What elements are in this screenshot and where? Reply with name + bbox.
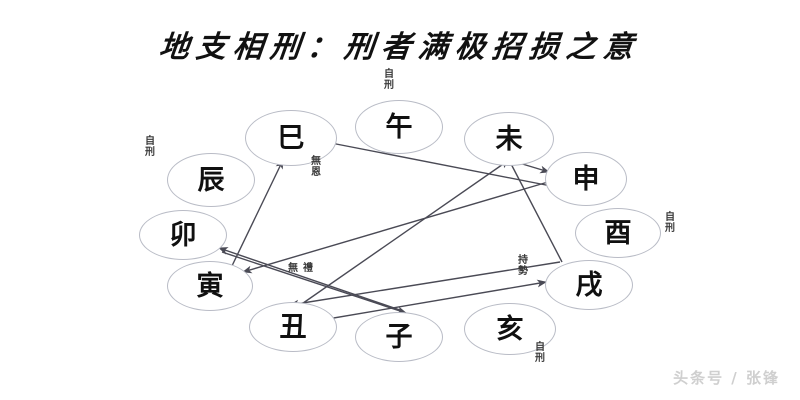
branch-node-label: 丑 xyxy=(279,311,307,343)
tag-hai-zixing: 自刑 xyxy=(535,342,545,364)
arrow-shen-to-yin xyxy=(242,181,549,274)
tag-wuli: 無禮 xyxy=(288,263,318,274)
tag-si-wuen: 無恩 xyxy=(311,156,321,178)
branch-node-mao[interactable]: 卯 xyxy=(139,210,227,260)
branch-node-zi[interactable]: 子 xyxy=(355,312,443,362)
branch-node-label: 戌 xyxy=(575,269,603,301)
arrow-xu-to-chou xyxy=(289,261,561,308)
branch-node-xu[interactable]: 戌 xyxy=(545,260,633,310)
arrow-chou-to-wei xyxy=(295,159,510,309)
branch-node-chen[interactable]: 辰 xyxy=(167,153,255,207)
arrow-hai-to-xu xyxy=(309,279,547,323)
branch-node-hai[interactable]: 亥 xyxy=(464,303,556,355)
tag-you-zixing: 自刑 xyxy=(665,212,675,234)
branch-node-label: 寅 xyxy=(196,270,224,302)
branch-node-wei[interactable]: 未 xyxy=(464,112,554,166)
watermark: 头条号 / 张锋 xyxy=(673,369,780,387)
branch-node-you[interactable]: 酉 xyxy=(575,208,661,258)
branch-node-label: 酉 xyxy=(604,217,632,249)
tag-wu-zixing: 自刑 xyxy=(384,69,394,91)
tag-xu-chishi: 持勢 xyxy=(518,255,528,277)
branch-node-wu[interactable]: 午 xyxy=(355,100,443,154)
arrow-wei-to-xu xyxy=(508,159,563,263)
arrow-zi-to-mao xyxy=(218,247,401,311)
branch-node-label: 辰 xyxy=(197,164,225,196)
arrow-si-to-shen xyxy=(330,142,552,187)
branch-node-shen[interactable]: 申 xyxy=(545,152,627,206)
branch-node-label: 亥 xyxy=(496,313,524,345)
arrow-yin-to-si xyxy=(229,159,284,271)
branch-node-label: 子 xyxy=(385,321,413,353)
branch-node-label: 申 xyxy=(572,163,600,195)
branch-node-si[interactable]: 巳 xyxy=(245,110,337,166)
branch-node-label: 未 xyxy=(495,123,523,155)
tag-chen-zixing: 自刑 xyxy=(145,136,155,158)
branch-node-label: 巳 xyxy=(277,122,305,154)
branch-node-label: 卯 xyxy=(169,219,197,251)
branch-node-chou[interactable]: 丑 xyxy=(249,302,337,352)
arrow-mao-to-zi xyxy=(221,251,407,314)
branch-node-yin[interactable]: 寅 xyxy=(167,261,253,311)
branch-node-label: 午 xyxy=(385,111,413,143)
